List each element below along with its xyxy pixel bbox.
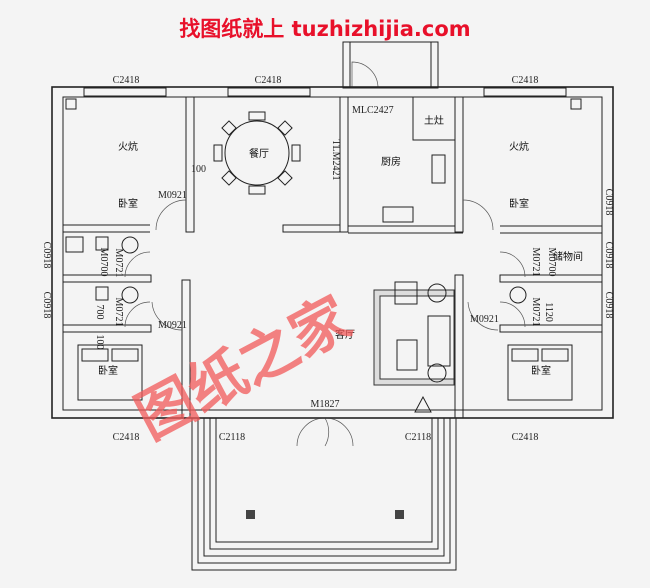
code-door-bath-l2: M0721 [113, 298, 124, 327]
code-win-bottom-left: C2418 [113, 432, 140, 443]
beds [77, 344, 573, 401]
label-stove: 土灶 [424, 114, 444, 127]
code-door-bath-r1: M0721 [530, 248, 541, 277]
code-win-porch-right: C2118 [405, 432, 431, 443]
dim-700: 700 [94, 305, 105, 320]
code-win-right-3: C0918 [603, 292, 614, 319]
dim-1120: 1120 [543, 302, 554, 322]
label-storage: 储物间 [553, 250, 583, 263]
bath-fixtures [65, 236, 527, 304]
code-win-porch-left: C2118 [219, 432, 245, 443]
label-dining: 餐厅 [249, 147, 269, 160]
code-win-right-2: C0918 [603, 242, 614, 269]
label-bedroom-tl: 卧室 [118, 197, 138, 210]
sofa-set [373, 281, 455, 413]
code-win-bottom-right: C2418 [512, 432, 539, 443]
code-win-top-right: C2418 [512, 75, 539, 86]
code-door-bed-br: M0921 [470, 314, 499, 325]
windows-top [83, 87, 567, 97]
code-win-left-2: C0918 [41, 292, 52, 319]
label-living: 客厅 [335, 328, 355, 341]
header-title: 找图纸就上 tuzhizhijia.com [179, 17, 470, 41]
kitchen-back-porch [342, 41, 439, 89]
label-kang-tl: 火炕 [118, 140, 138, 153]
code-door-bath-l1: M0721 [113, 249, 124, 278]
front-porch-steps [191, 417, 457, 571]
code-win-top-left: C2418 [113, 75, 140, 86]
code-door-bed-tl: M0921 [158, 190, 187, 201]
label-bedroom-bl: 卧室 [98, 364, 118, 377]
dim-100b: 100 [94, 335, 105, 350]
label-bedroom-tr: 卧室 [509, 197, 529, 210]
code-door-kitchen-slide: TLM2421 [330, 139, 341, 180]
code-door-small-l: M0700 [98, 248, 109, 277]
code-door-small-r: M0700 [546, 248, 557, 277]
code-win-top-mid: C2418 [255, 75, 282, 86]
code-door-main: M1827 [311, 399, 340, 410]
code-door-bath-r2: M0721 [530, 298, 541, 327]
interior-walls [62, 96, 603, 419]
code-win-right-1: C0918 [603, 189, 614, 216]
dining-table [213, 111, 301, 195]
exterior-walls [51, 86, 614, 419]
label-bedroom-br: 卧室 [531, 364, 551, 377]
watermark: 图纸之家 [125, 283, 362, 452]
label-kang-tr: 火炕 [509, 140, 529, 153]
dim-100: 100 [191, 164, 206, 175]
code-door-kitchen-back: MLC2427 [352, 105, 394, 116]
label-kitchen: 厨房 [381, 155, 401, 168]
code-door-bed-bl: M0921 [158, 320, 187, 331]
code-win-left-1: C0918 [41, 242, 52, 269]
